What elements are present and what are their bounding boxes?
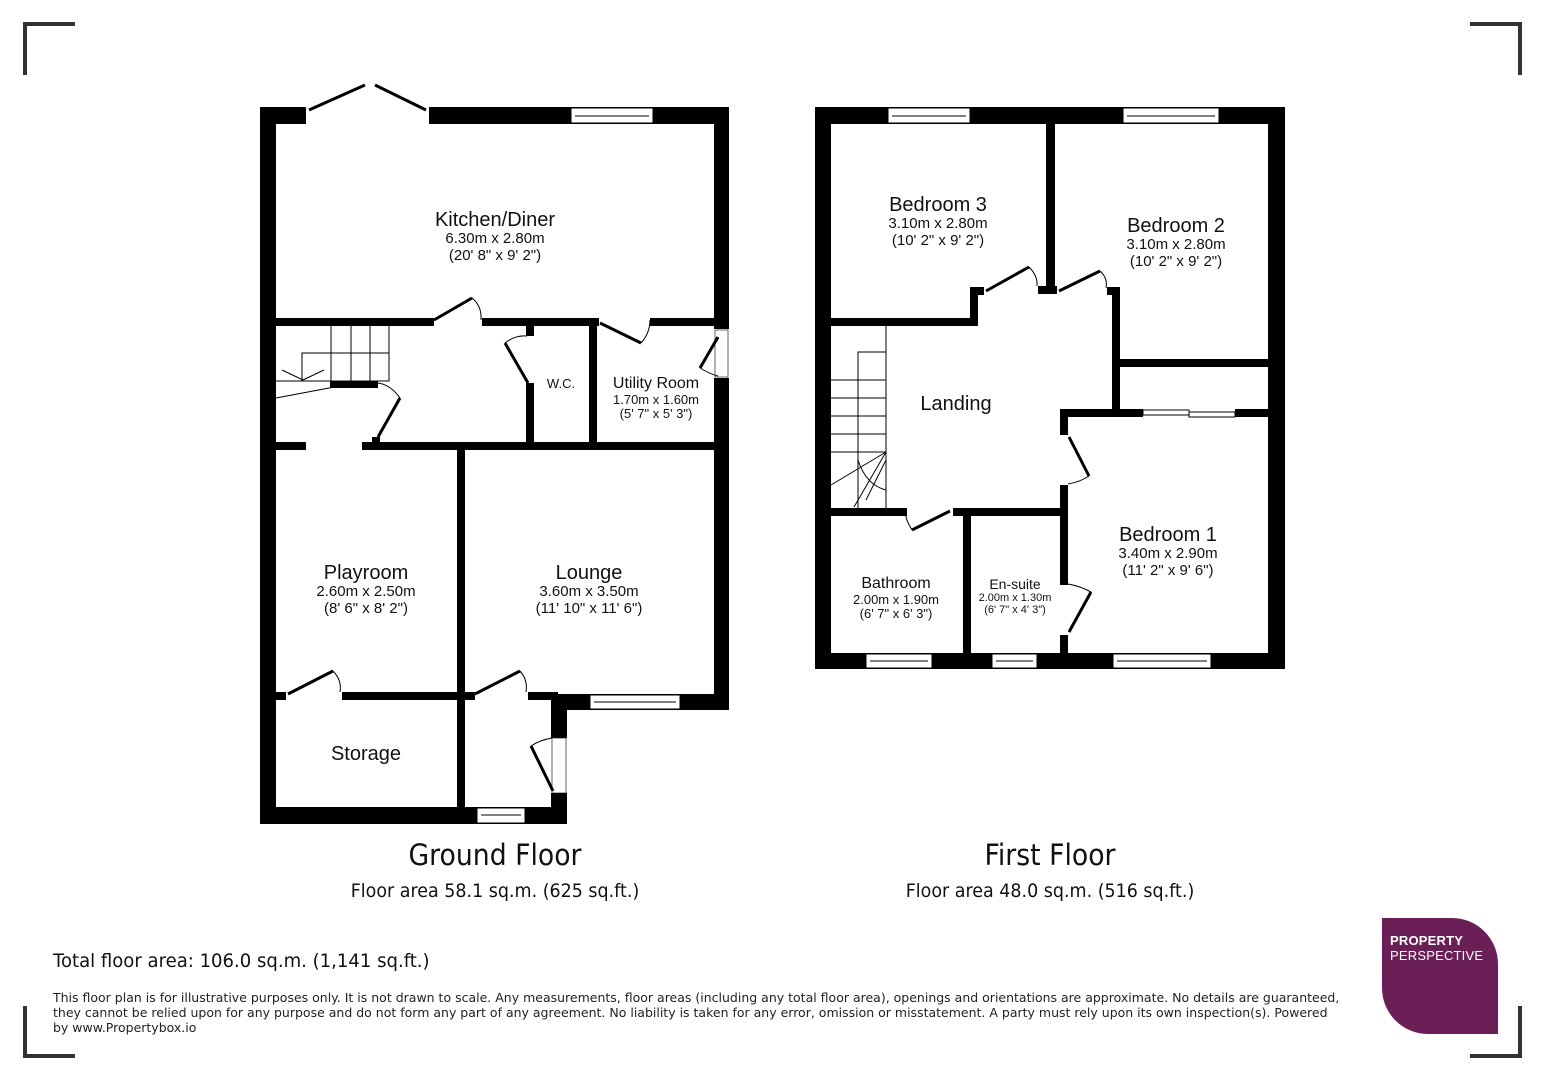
corner-mark-bottom-right [1470,1006,1522,1058]
room-metric: 6.30m x 2.80m [445,230,545,247]
room-name: Bedroom 3 [889,194,987,216]
room-name: En-suite [989,576,1041,592]
total-floor-area: Total floor area: 106.0 sq.m. (1,141 sq.… [53,950,430,972]
room-metric: 3.10m x 2.80m [1126,236,1226,253]
disclaimer-text: This floor plan is for illustrative purp… [53,990,1340,1035]
room-imperial: (8' 6" x 8' 2") [324,599,408,617]
room-landing: Landing [920,393,991,415]
room-name: Bedroom 2 [1127,215,1225,237]
floor-area: Floor area 58.1 sq.m. (625 sq.ft.) [350,880,640,902]
room-imperial: (20' 8" x 9' 2") [448,246,542,264]
room-storage: Storage [331,743,401,765]
room-name: Utility Room [612,375,700,392]
room-name: Bathroom [861,575,931,592]
room-bedroom-3: Bedroom 3 3.10m x 2.80m (10' 2" x 9' 2") [888,194,987,249]
room-imperial: (10' 2" x 9' 2") [891,231,985,249]
corner-mark-top-right [1470,22,1522,75]
logo-line-2: PERSPECTIVE [1390,948,1484,963]
room-name: Landing [920,393,992,415]
corner-mark-bottom-left [23,1006,75,1058]
room-metric: 2.00m x 1.30m [978,592,1052,605]
ground-floor-caption: Ground Floor Floor area 58.1 sq.m. (625 … [338,838,652,902]
property-perspective-logo: PROPERTY PERSPECTIVE [1382,918,1498,1034]
room-kitchen-diner: Kitchen/Diner 6.30m x 2.80m (20' 8" x 9'… [435,209,555,264]
room-name: Playroom [323,562,409,584]
room-lounge: Lounge 3.60m x 3.50m (11' 10" x 11' 6") [536,562,643,617]
room-metric: 3.40m x 2.90m [1118,545,1218,562]
room-imperial: (6' 7" x 4' 3") [984,604,1046,617]
room-imperial: (6' 7" x 6' 3") [859,605,933,621]
room-name: Storage [330,743,402,765]
room-wc: W.C. [546,376,576,391]
room-name: Lounge [555,562,623,584]
room-bedroom-1: Bedroom 1 3.40m x 2.90m (11' 2" x 9' 6") [1118,524,1217,579]
room-metric: 2.00m x 1.90m [853,591,939,607]
room-bedroom-2: Bedroom 2 3.10m x 2.80m (10' 2" x 9' 2") [1126,215,1225,270]
room-metric: 1.70m x 1.60m [612,391,699,407]
corner-mark-top-left [23,22,75,75]
room-imperial: (11' 10" x 11' 6") [535,599,643,617]
floor-title: First Floor [984,838,1116,872]
room-imperial: (10' 2" x 9' 2") [1129,252,1223,270]
room-name: Kitchen/Diner [434,209,556,231]
room-utility: Utility Room 1.70m x 1.60m (5' 7" x 5' 3… [613,375,699,421]
room-name: W.C. [546,376,576,391]
room-metric: 2.60m x 2.50m [316,583,416,600]
floor-area: Floor area 48.0 sq.m. (516 sq.ft.) [905,880,1195,902]
room-metric: 3.10m x 2.80m [888,215,988,232]
room-bathroom: Bathroom 2.00m x 1.90m (6' 7" x 6' 3") [853,575,939,621]
room-imperial: (11' 2" x 9' 6") [1122,561,1214,579]
room-imperial: (5' 7" x 5' 3") [619,405,693,421]
room-name: Bedroom 1 [1119,524,1217,546]
room-metric: 3.60m x 3.50m [539,583,639,600]
first-floor-caption: First Floor Floor area 48.0 sq.m. (516 s… [893,838,1207,902]
room-en-suite: En-suite 2.00m x 1.30m (6' 7" x 4' 3") [978,576,1052,617]
logo-line-1: PROPERTY [1390,933,1464,948]
room-playroom: Playroom 2.60m x 2.50m (8' 6" x 8' 2") [316,562,415,617]
floor-title: Ground Floor [408,838,582,872]
